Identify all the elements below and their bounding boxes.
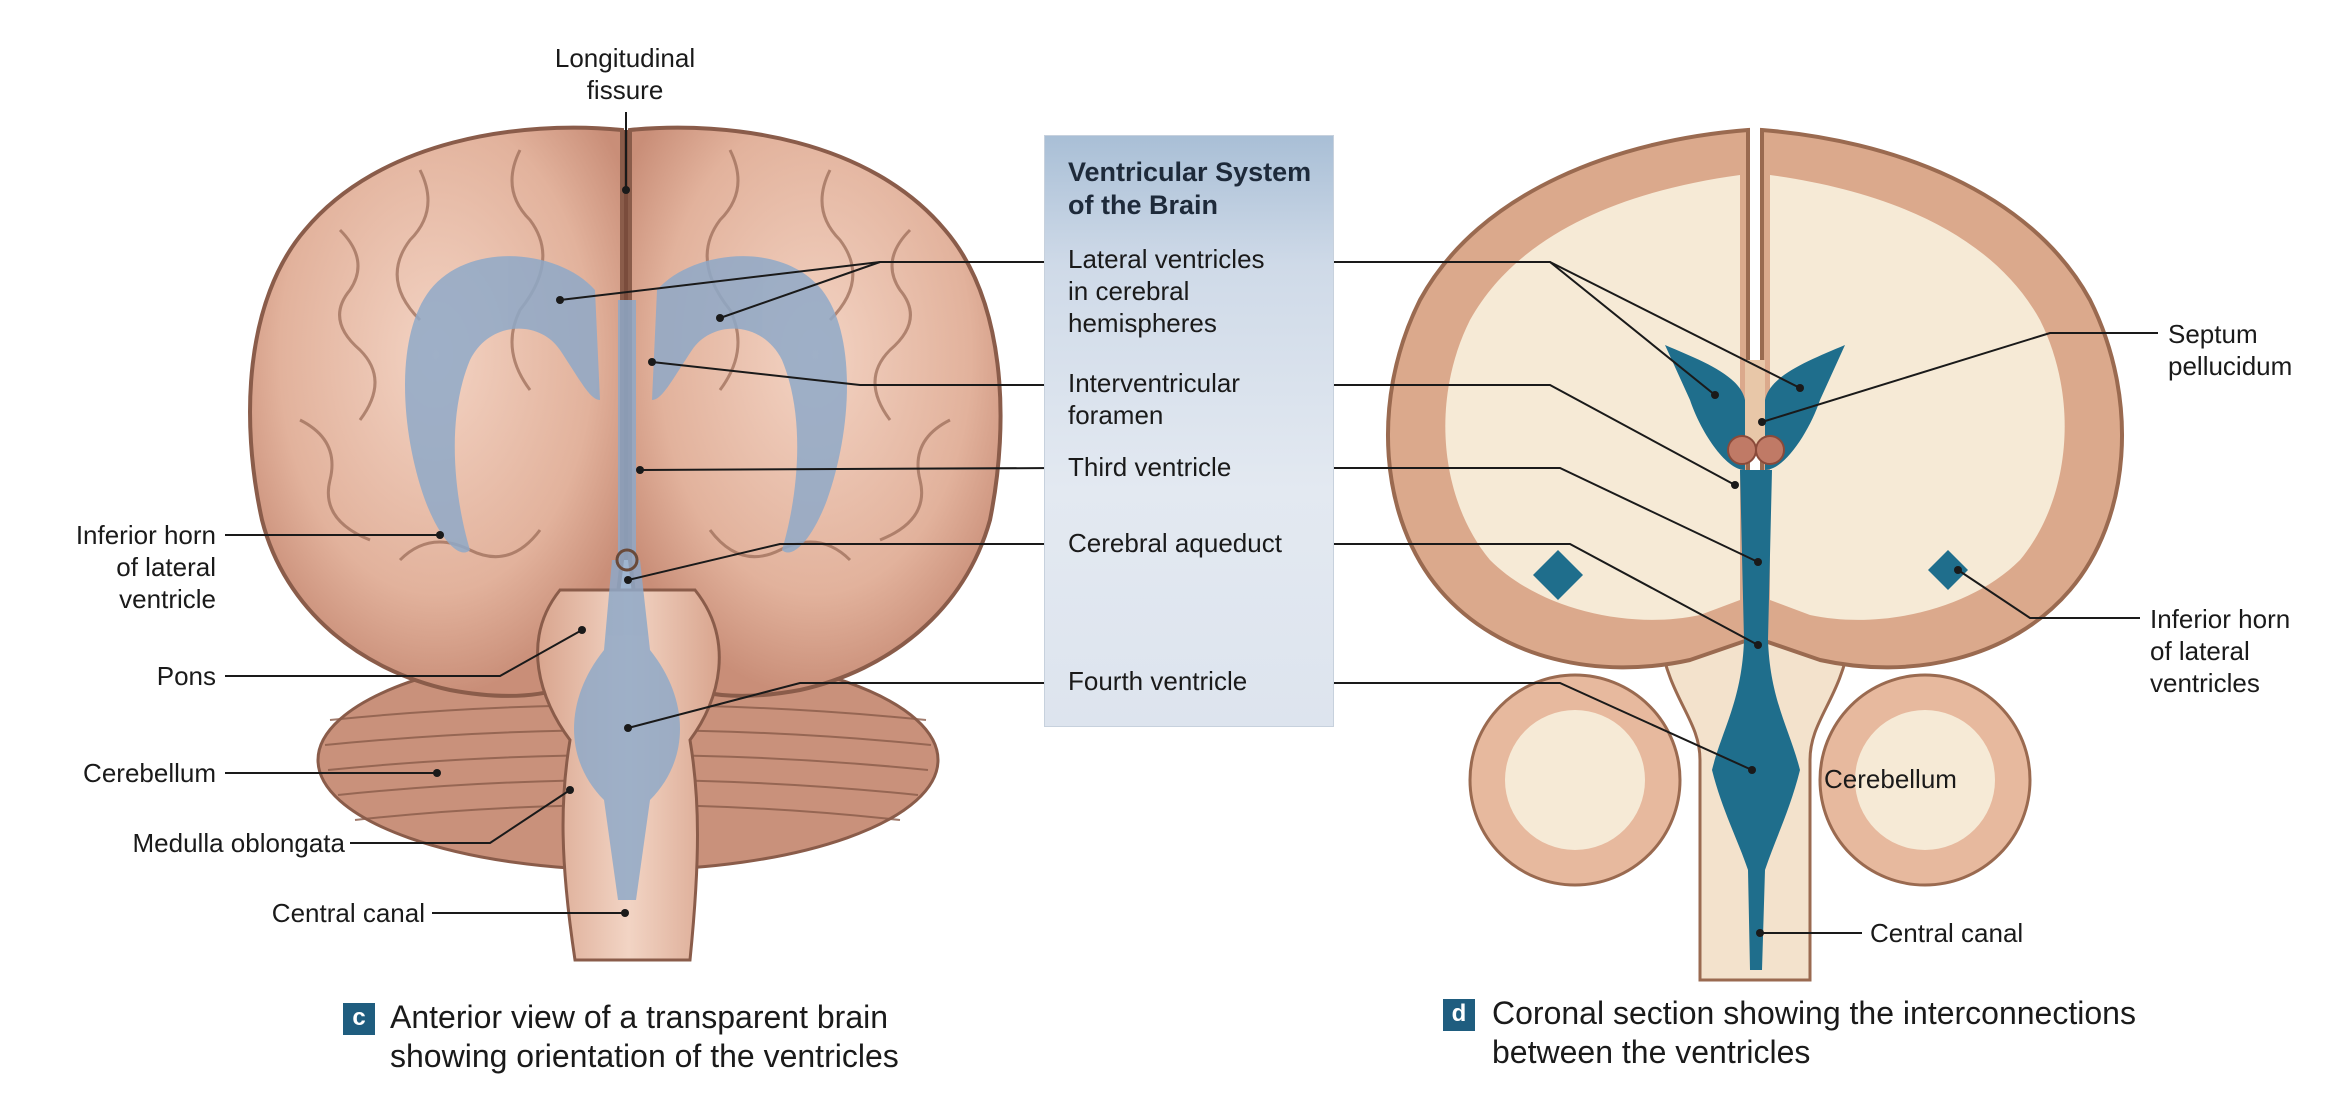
panel-title: Ventricular System of the Brain <box>1068 157 1312 220</box>
label-cerebellum-right: Cerebellum <box>1824 764 1957 794</box>
caption-badge-c: c <box>343 1003 375 1035</box>
anterior-brain <box>248 125 1003 962</box>
label-pons: Pons <box>156 661 216 691</box>
label-inferior-horn-left: Inferior horn of lateral ventricle <box>75 520 216 614</box>
label-cerebral-aqueduct: Cerebral aqueduct <box>1068 528 1282 558</box>
caption-c: Anterior view of a transparent brain sho… <box>390 999 899 1074</box>
label-fourth-ventricle: Fourth ventricle <box>1068 666 1248 696</box>
coronal-section <box>1386 127 2124 982</box>
label-septum-pellucidum: Septum pellucidum <box>2168 319 2293 381</box>
label-interventricular-foramen: Interventricular foramen <box>1068 368 1240 430</box>
caption-d: Coronal section showing the interconnect… <box>1492 995 2136 1070</box>
label-longitudinal-fissure: Longitudinal fissure <box>554 43 696 105</box>
label-third-ventricle: Third ventricle <box>1068 452 1232 482</box>
label-central-canal-right: Central canal <box>1870 918 2024 948</box>
label-inferior-horn-right: Inferior horn of lateral ventricles <box>2150 604 2291 698</box>
label-medulla-oblongata: Medulla oblongata <box>132 828 346 858</box>
leader-dots <box>433 186 1962 937</box>
label-cerebellum-left: Cerebellum <box>83 758 216 788</box>
caption-badge-d: d <box>1443 999 1475 1031</box>
label-lateral-ventricles: Lateral ventricles in cerebral hemispher… <box>1068 244 1265 338</box>
ventricular-system-panel <box>1044 135 1334 727</box>
label-central-canal-left: Central canal <box>271 898 425 928</box>
leader-lines <box>225 112 2158 934</box>
